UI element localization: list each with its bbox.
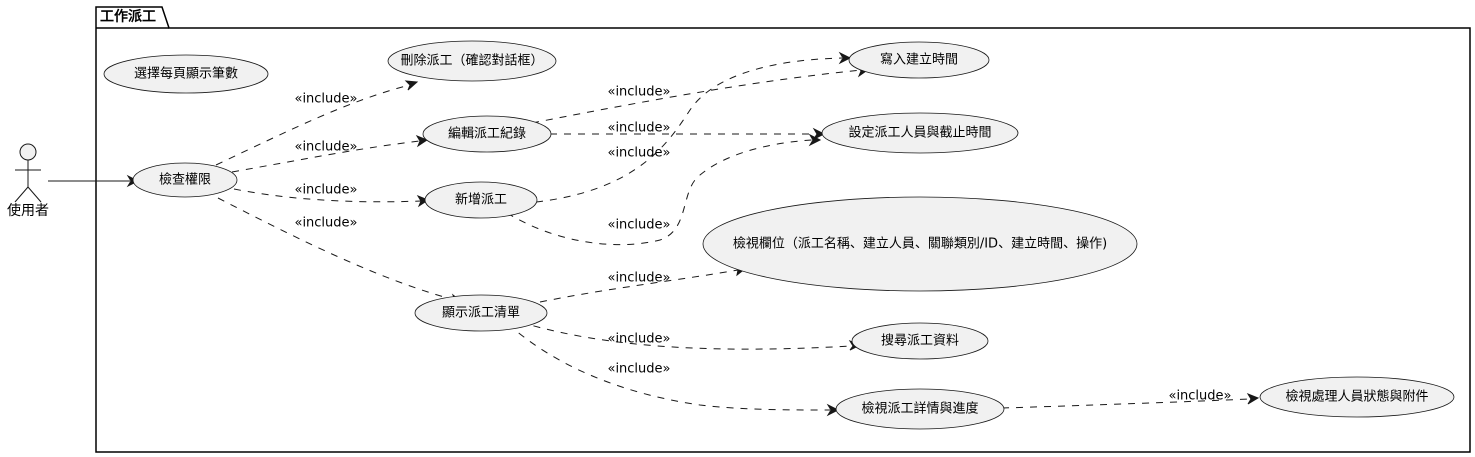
edge-list-columns xyxy=(539,269,739,303)
arrow-list-detail xyxy=(826,403,840,417)
usecase-show-dispatch-list[interactable]: 顯示派工清單 xyxy=(414,294,548,332)
usecase-label: 檢視派工詳情與進度 xyxy=(861,401,978,417)
usecase-label: 刪除派工（確認對話框） xyxy=(400,53,543,69)
edge-check-list xyxy=(217,197,456,301)
label-edit-set: «include» xyxy=(607,121,670,136)
label-check-add: «include» xyxy=(294,183,357,198)
usecase-write-created-time[interactable]: 寫入建立時間 xyxy=(848,41,990,79)
usecase-label: 檢查權限 xyxy=(159,172,211,188)
usecase-label: 新增派工 xyxy=(455,192,507,208)
actor-label: 使用者 xyxy=(7,202,49,219)
actor-user: 使用者 xyxy=(7,143,49,219)
arrow-check-delete xyxy=(404,80,419,91)
arrow-check-edit xyxy=(415,134,429,148)
package-title: 工作派工 xyxy=(100,8,156,25)
actor-head xyxy=(19,143,37,161)
label-list-detail: «include» xyxy=(607,362,670,377)
label-check-edit: «include» xyxy=(294,140,357,155)
arrow-detail-handler xyxy=(1246,392,1260,405)
label-detail-handler: «include» xyxy=(1168,389,1231,404)
label-edit-write: «include» xyxy=(607,85,670,100)
edge-add-write xyxy=(535,57,843,203)
edge-list-detail xyxy=(507,323,831,411)
usecase-select-page-size[interactable]: 選擇每頁顯示筆數 xyxy=(103,54,269,94)
usecase-check-permission[interactable]: 檢查權限 xyxy=(132,162,238,198)
label-list-search: «include» xyxy=(607,332,670,347)
usecases: 選擇每頁顯示筆數 刪除派工（確認對話框） 寫入建立時間 編輯派工紀錄 設定派工人… xyxy=(103,40,1455,430)
edge-labels: «include» «include» «include» «include» … xyxy=(294,85,1231,404)
edge-check-add xyxy=(233,188,422,203)
usecase-label: 檢視欄位（派工名稱、建立人員、關聯類別/ID、建立時間、操作) xyxy=(733,236,1107,252)
usecase-view-columns[interactable]: 檢視欄位（派工名稱、建立人員、關聯類別/ID、建立時間、操作) xyxy=(702,196,1138,292)
usecase-label: 搜尋派工資料 xyxy=(881,334,959,349)
edge-check-edit xyxy=(231,140,421,173)
label-add-set: «include» xyxy=(607,218,670,233)
edge-check-delete xyxy=(215,84,411,166)
usecase-label: 顯示派工清單 xyxy=(442,306,520,321)
usecase-label: 設定派工人員與截止時間 xyxy=(848,125,991,141)
label-list-columns: «include» xyxy=(607,271,670,286)
usecase-label: 編輯派工紀錄 xyxy=(448,126,526,142)
usecase-view-detail-progress[interactable]: 檢視派工詳情與進度 xyxy=(835,388,1005,430)
usecase-label: 檢視處理人員狀態與附件 xyxy=(1285,389,1428,405)
arrow-check-add xyxy=(416,194,430,208)
arrow-add-set xyxy=(808,133,822,147)
usecase-search-dispatch[interactable]: 搜尋派工資料 xyxy=(851,322,989,360)
usecase-add-dispatch[interactable]: 新增派工 xyxy=(424,181,538,219)
usecase-label: 寫入建立時間 xyxy=(880,52,958,68)
arrow-edit-set xyxy=(812,127,826,141)
usecase-view-handler-status[interactable]: 檢視處理人員狀態與附件 xyxy=(1259,376,1455,418)
label-check-delete: «include» xyxy=(294,92,357,107)
arrow-add-write xyxy=(838,51,852,65)
usecase-delete-dispatch[interactable]: 刪除派工（確認對話框） xyxy=(387,40,557,82)
edge-edit-write xyxy=(531,69,863,124)
label-add-write: «include» xyxy=(607,146,670,161)
usecase-label: 選擇每頁顯示筆數 xyxy=(134,66,238,82)
usecase-edit-dispatch[interactable]: 編輯派工紀錄 xyxy=(422,115,552,153)
usecase-set-assignee-deadline[interactable]: 設定派工人員與截止時間 xyxy=(821,112,1019,154)
label-check-list: «include» xyxy=(294,216,357,231)
